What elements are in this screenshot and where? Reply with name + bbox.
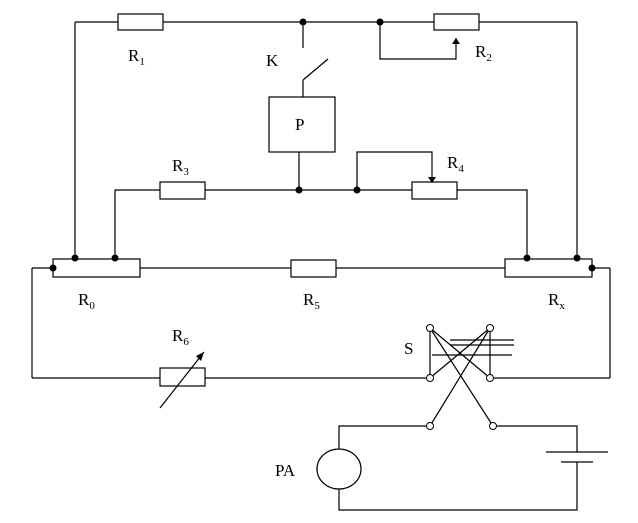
- label-r5: R5: [303, 290, 320, 312]
- resistor-r4: [411, 181, 458, 200]
- label-r1: R1: [128, 46, 145, 68]
- label-r0: R0: [78, 290, 95, 312]
- relay-p-box: [268, 96, 336, 153]
- resistor-r5: [290, 259, 337, 278]
- middle-branch-wires: [114, 151, 528, 258]
- top-branch-wires: [74, 21, 578, 258]
- switch-s: [429, 327, 514, 427]
- junction-nodes: [49, 18, 596, 272]
- bottom-bar-wires: [31, 267, 611, 378]
- label-pa: PA: [275, 461, 296, 480]
- r6-variable-arrow: [159, 351, 205, 409]
- r4-wiper-arrow: [428, 177, 436, 183]
- resistor-r1: [117, 13, 164, 31]
- label-rx: Rx: [548, 290, 565, 312]
- ammeter-pa: [316, 448, 362, 490]
- measurement-loop-wires: [338, 425, 578, 511]
- battery: [546, 451, 608, 463]
- label-p: P: [295, 115, 304, 134]
- label-s: S: [404, 339, 413, 358]
- resistor-r6: [159, 367, 206, 387]
- resistor-rx: [504, 258, 593, 278]
- label-k: K: [266, 51, 279, 70]
- label-r4: R4: [447, 153, 464, 175]
- resistor-r3: [159, 181, 206, 200]
- label-r2: R2: [475, 42, 492, 64]
- label-r6: R6: [172, 326, 189, 348]
- resistor-r2: [433, 13, 480, 31]
- label-r3: R3: [172, 156, 189, 178]
- resistor-r0: [52, 258, 141, 278]
- r2-wiper-arrow: [452, 38, 460, 44]
